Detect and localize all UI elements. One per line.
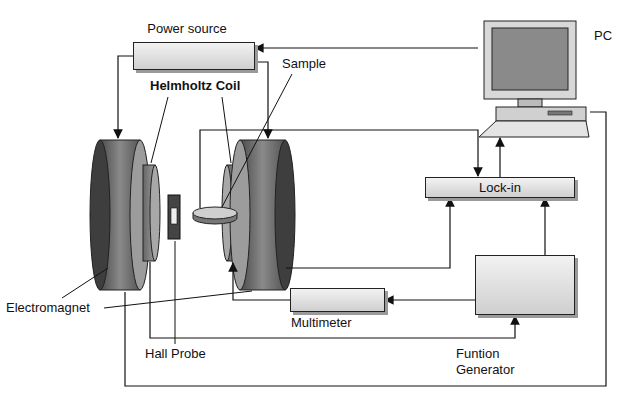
signal-connector xyxy=(499,138,500,177)
power-source-box: Power source xyxy=(133,42,255,70)
coil-label: Helmholtz Coil xyxy=(150,78,240,94)
lock-in-box: Lock-in xyxy=(425,177,575,198)
node-text: Lock-in xyxy=(479,180,521,196)
electromagnet xyxy=(230,140,295,290)
multimeter-box: Multimeter xyxy=(290,288,385,312)
node-text: Funtion Generator xyxy=(456,346,546,378)
electromagnet xyxy=(90,140,150,290)
node-text: PC xyxy=(594,28,612,44)
node-text: Multimeter xyxy=(291,315,352,331)
helmholtz-coil xyxy=(143,165,160,261)
sample-label: Sample xyxy=(282,56,326,72)
signal-connector xyxy=(255,47,478,48)
wires xyxy=(118,56,606,386)
function-generator-box: Funtion Generator xyxy=(475,255,575,315)
hall-probe xyxy=(168,195,180,239)
probe-label: Hall Probe xyxy=(145,346,206,362)
signal-connector xyxy=(385,299,475,300)
computer-icon xyxy=(478,20,590,138)
electromagnet-label: Electromagnet xyxy=(6,300,90,316)
leader-lines xyxy=(62,74,292,344)
signal-connector xyxy=(544,198,545,255)
pc-computer: PC xyxy=(478,20,590,138)
sample-disc xyxy=(193,207,237,224)
node-text: Power source xyxy=(147,21,226,37)
